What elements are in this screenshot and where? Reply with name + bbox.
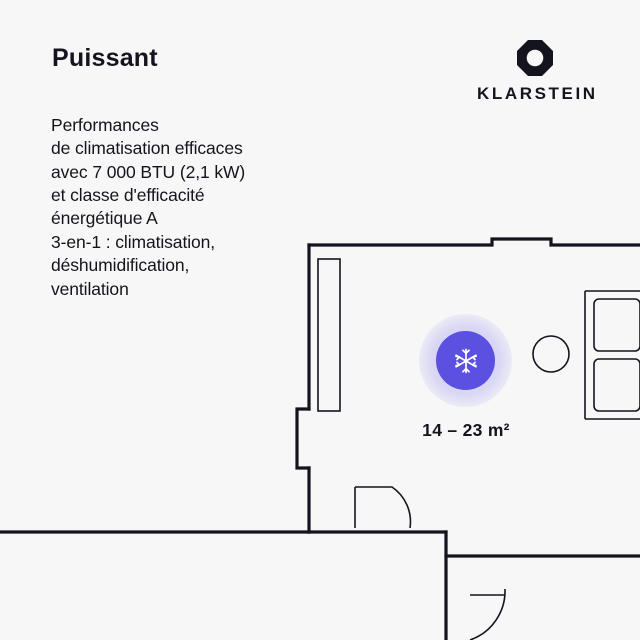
brand-lockup: KLARSTEIN [477, 40, 598, 104]
door-swing-bottom [469, 588, 506, 640]
copy-line: déshumidification, [51, 255, 190, 276]
copy-line: de climatisation efficaces [51, 138, 243, 159]
page-title: Puissant [52, 44, 158, 72]
cooling-badge [419, 314, 512, 407]
wall-left-niche [295, 407, 311, 470]
copy-line: Performances [51, 115, 159, 135]
feature-paragraph-2: 3-en-1 : climatisation, déshumidificatio… [51, 231, 215, 301]
door-swing-middle [355, 486, 412, 529]
octagon-logo-icon [516, 40, 553, 76]
window-left [317, 258, 341, 412]
copy-line: ventilation [51, 278, 129, 299]
copy-line: 3-en-1 : climatisation, [51, 232, 216, 252]
copy-line: énergétique A [51, 208, 158, 229]
sofa-cushion-bottom [593, 358, 640, 412]
snowflake-icon [454, 348, 477, 373]
coverage-area-label: 14 – 23 m² [422, 420, 510, 440]
copy-line: et classe d'efficacité [51, 184, 205, 205]
copy-line: avec 7 000 BTU (2,1 kW) [51, 161, 246, 182]
wall-top [307, 237, 640, 247]
feature-paragraph-1: Performances de climatisation efficaces … [51, 114, 245, 230]
brand-name: KLARSTEIN [477, 84, 598, 103]
round-table [532, 335, 570, 373]
sofa-cushion-top [593, 298, 640, 352]
badge-core [436, 331, 495, 390]
